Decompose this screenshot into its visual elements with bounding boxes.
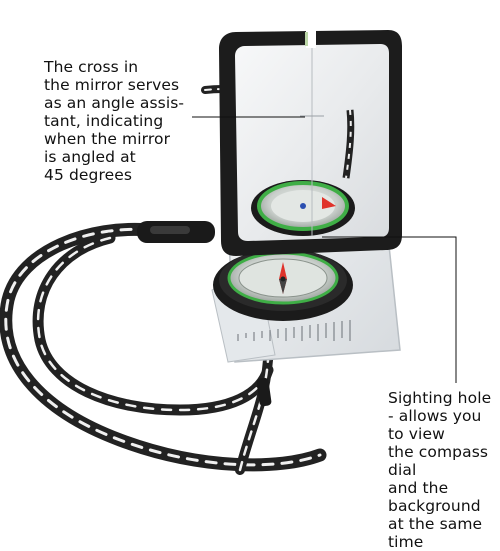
cord-lock [137, 221, 272, 407]
sighting-hole-leader [322, 236, 457, 383]
reflected-cord [342, 109, 355, 179]
compass-capsule [213, 249, 353, 321]
mirror-cross-annotation: The cross in the mirror serves as an ang… [44, 58, 185, 184]
sighting-hole-annotation: Sighting hole - allows you to view the c… [388, 389, 492, 551]
compass-photo [0, 30, 457, 475]
callout-leaders [192, 116, 457, 383]
mirror-lid [219, 30, 402, 256]
